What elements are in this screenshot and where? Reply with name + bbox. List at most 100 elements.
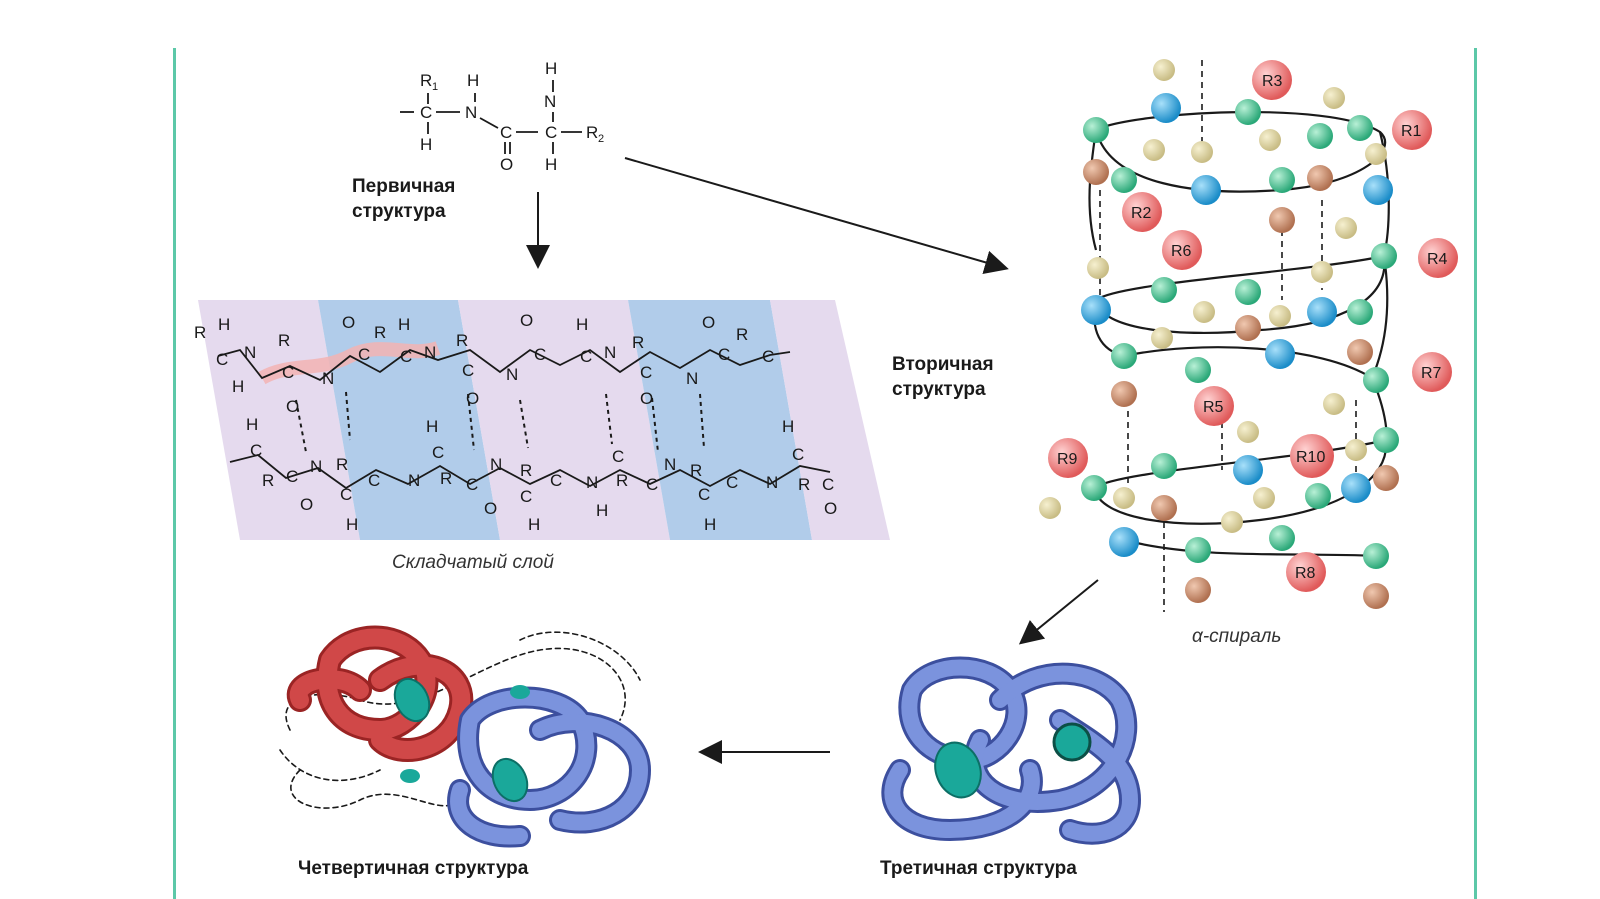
svg-text:C: C xyxy=(358,345,370,364)
svg-text:R: R xyxy=(374,323,386,342)
svg-text:C: C xyxy=(420,103,432,122)
svg-text:C: C xyxy=(762,347,774,366)
svg-text:R: R xyxy=(690,461,702,480)
r6-bead xyxy=(1162,230,1202,270)
svg-text:C: C xyxy=(216,350,228,369)
svg-text:N: N xyxy=(664,455,676,474)
svg-text:C: C xyxy=(612,447,624,466)
svg-text:H: H xyxy=(467,71,479,90)
svg-text:C: C xyxy=(282,363,294,382)
svg-text:N: N xyxy=(766,473,778,492)
svg-text:O: O xyxy=(702,313,715,332)
svg-text:C: C xyxy=(718,345,730,364)
svg-text:C: C xyxy=(500,123,512,142)
svg-text:C: C xyxy=(646,475,658,494)
svg-text:R: R xyxy=(520,461,532,480)
r7-label: R7 xyxy=(1421,365,1442,382)
quaternary-structure-label: Четвертичная структура xyxy=(298,858,529,879)
svg-text:2: 2 xyxy=(598,133,604,145)
svg-text:N: N xyxy=(465,103,477,122)
tertiary-structure xyxy=(881,656,1142,845)
svg-text:C: C xyxy=(250,441,262,460)
svg-text:C: C xyxy=(726,473,738,492)
r5-label: R5 xyxy=(1203,399,1224,416)
r4-bead xyxy=(1418,238,1458,278)
r3-bead xyxy=(1252,60,1292,100)
svg-text:H: H xyxy=(704,515,716,534)
r10-label: R10 xyxy=(1296,449,1325,466)
svg-text:R: R xyxy=(262,471,274,490)
svg-text:R: R xyxy=(736,325,748,344)
svg-text:1: 1 xyxy=(432,81,438,93)
svg-text:N: N xyxy=(544,92,556,111)
svg-text:C: C xyxy=(466,475,478,494)
svg-text:O: O xyxy=(640,389,653,408)
svg-text:C: C xyxy=(340,485,352,504)
svg-text:N: N xyxy=(322,369,334,388)
svg-text:C: C xyxy=(580,347,592,366)
svg-text:C: C xyxy=(545,123,557,142)
svg-text:R: R xyxy=(278,331,290,350)
pleated-sheet-label: Складчатый слой xyxy=(392,552,554,573)
r2-label: R2 xyxy=(1131,205,1152,222)
svg-text:O: O xyxy=(520,311,533,330)
svg-text:N: N xyxy=(408,471,420,490)
svg-text:C: C xyxy=(400,347,412,366)
r9-label: R9 xyxy=(1057,451,1078,468)
r8-bead xyxy=(1286,552,1326,592)
svg-text:C: C xyxy=(520,487,532,506)
svg-text:O: O xyxy=(286,397,299,416)
svg-text:H: H xyxy=(232,377,244,396)
svg-text:C: C xyxy=(462,361,474,380)
svg-text:N: N xyxy=(506,365,518,384)
r10-bead xyxy=(1290,434,1334,478)
svg-text:R: R xyxy=(456,331,468,350)
frame-right-line xyxy=(1474,48,1477,899)
svg-text:C: C xyxy=(640,363,652,382)
svg-text:O: O xyxy=(484,499,497,518)
r8-label: R8 xyxy=(1295,565,1316,582)
r1-bead xyxy=(1392,110,1432,150)
svg-text:N: N xyxy=(310,457,322,476)
svg-text:N: N xyxy=(490,455,502,474)
alpha-helix: R3 R1 R2 R6 R4 R7 R5 R9 R10 R8 xyxy=(1039,59,1458,612)
svg-text:R: R xyxy=(420,71,432,90)
svg-text:N: N xyxy=(424,343,436,362)
svg-text:H: H xyxy=(346,515,358,534)
svg-text:R: R xyxy=(586,123,598,142)
svg-text:R: R xyxy=(194,323,206,342)
svg-text:R: R xyxy=(798,475,810,494)
r5-bead xyxy=(1194,386,1234,426)
r3-label: R3 xyxy=(1262,73,1283,90)
svg-text:H: H xyxy=(420,135,432,154)
svg-text:H: H xyxy=(528,515,540,534)
svg-text:O: O xyxy=(466,389,479,408)
r2-bead xyxy=(1122,192,1162,232)
svg-text:R: R xyxy=(336,455,348,474)
svg-text:N: N xyxy=(244,343,256,362)
svg-text:R: R xyxy=(440,469,452,488)
r7-bead xyxy=(1412,352,1452,392)
svg-text:H: H xyxy=(426,417,438,436)
r1-label: R1 xyxy=(1401,123,1422,140)
svg-text:R: R xyxy=(632,333,644,352)
r6-label: R6 xyxy=(1171,243,1192,260)
alpha-helix-label: α-спираль xyxy=(1192,626,1282,647)
svg-text:O: O xyxy=(824,499,837,518)
svg-text:H: H xyxy=(218,315,230,334)
svg-text:C: C xyxy=(698,485,710,504)
svg-text:C: C xyxy=(286,467,298,486)
svg-text:C: C xyxy=(368,471,380,490)
svg-text:C: C xyxy=(822,475,834,494)
svg-text:H: H xyxy=(545,155,557,174)
svg-text:O: O xyxy=(342,313,355,332)
svg-text:H: H xyxy=(398,315,410,334)
svg-text:N: N xyxy=(686,369,698,388)
svg-text:C: C xyxy=(432,443,444,462)
secondary-structure-label: Вторичная структура xyxy=(892,354,994,400)
svg-text:H: H xyxy=(545,59,557,78)
svg-text:O: O xyxy=(300,495,313,514)
